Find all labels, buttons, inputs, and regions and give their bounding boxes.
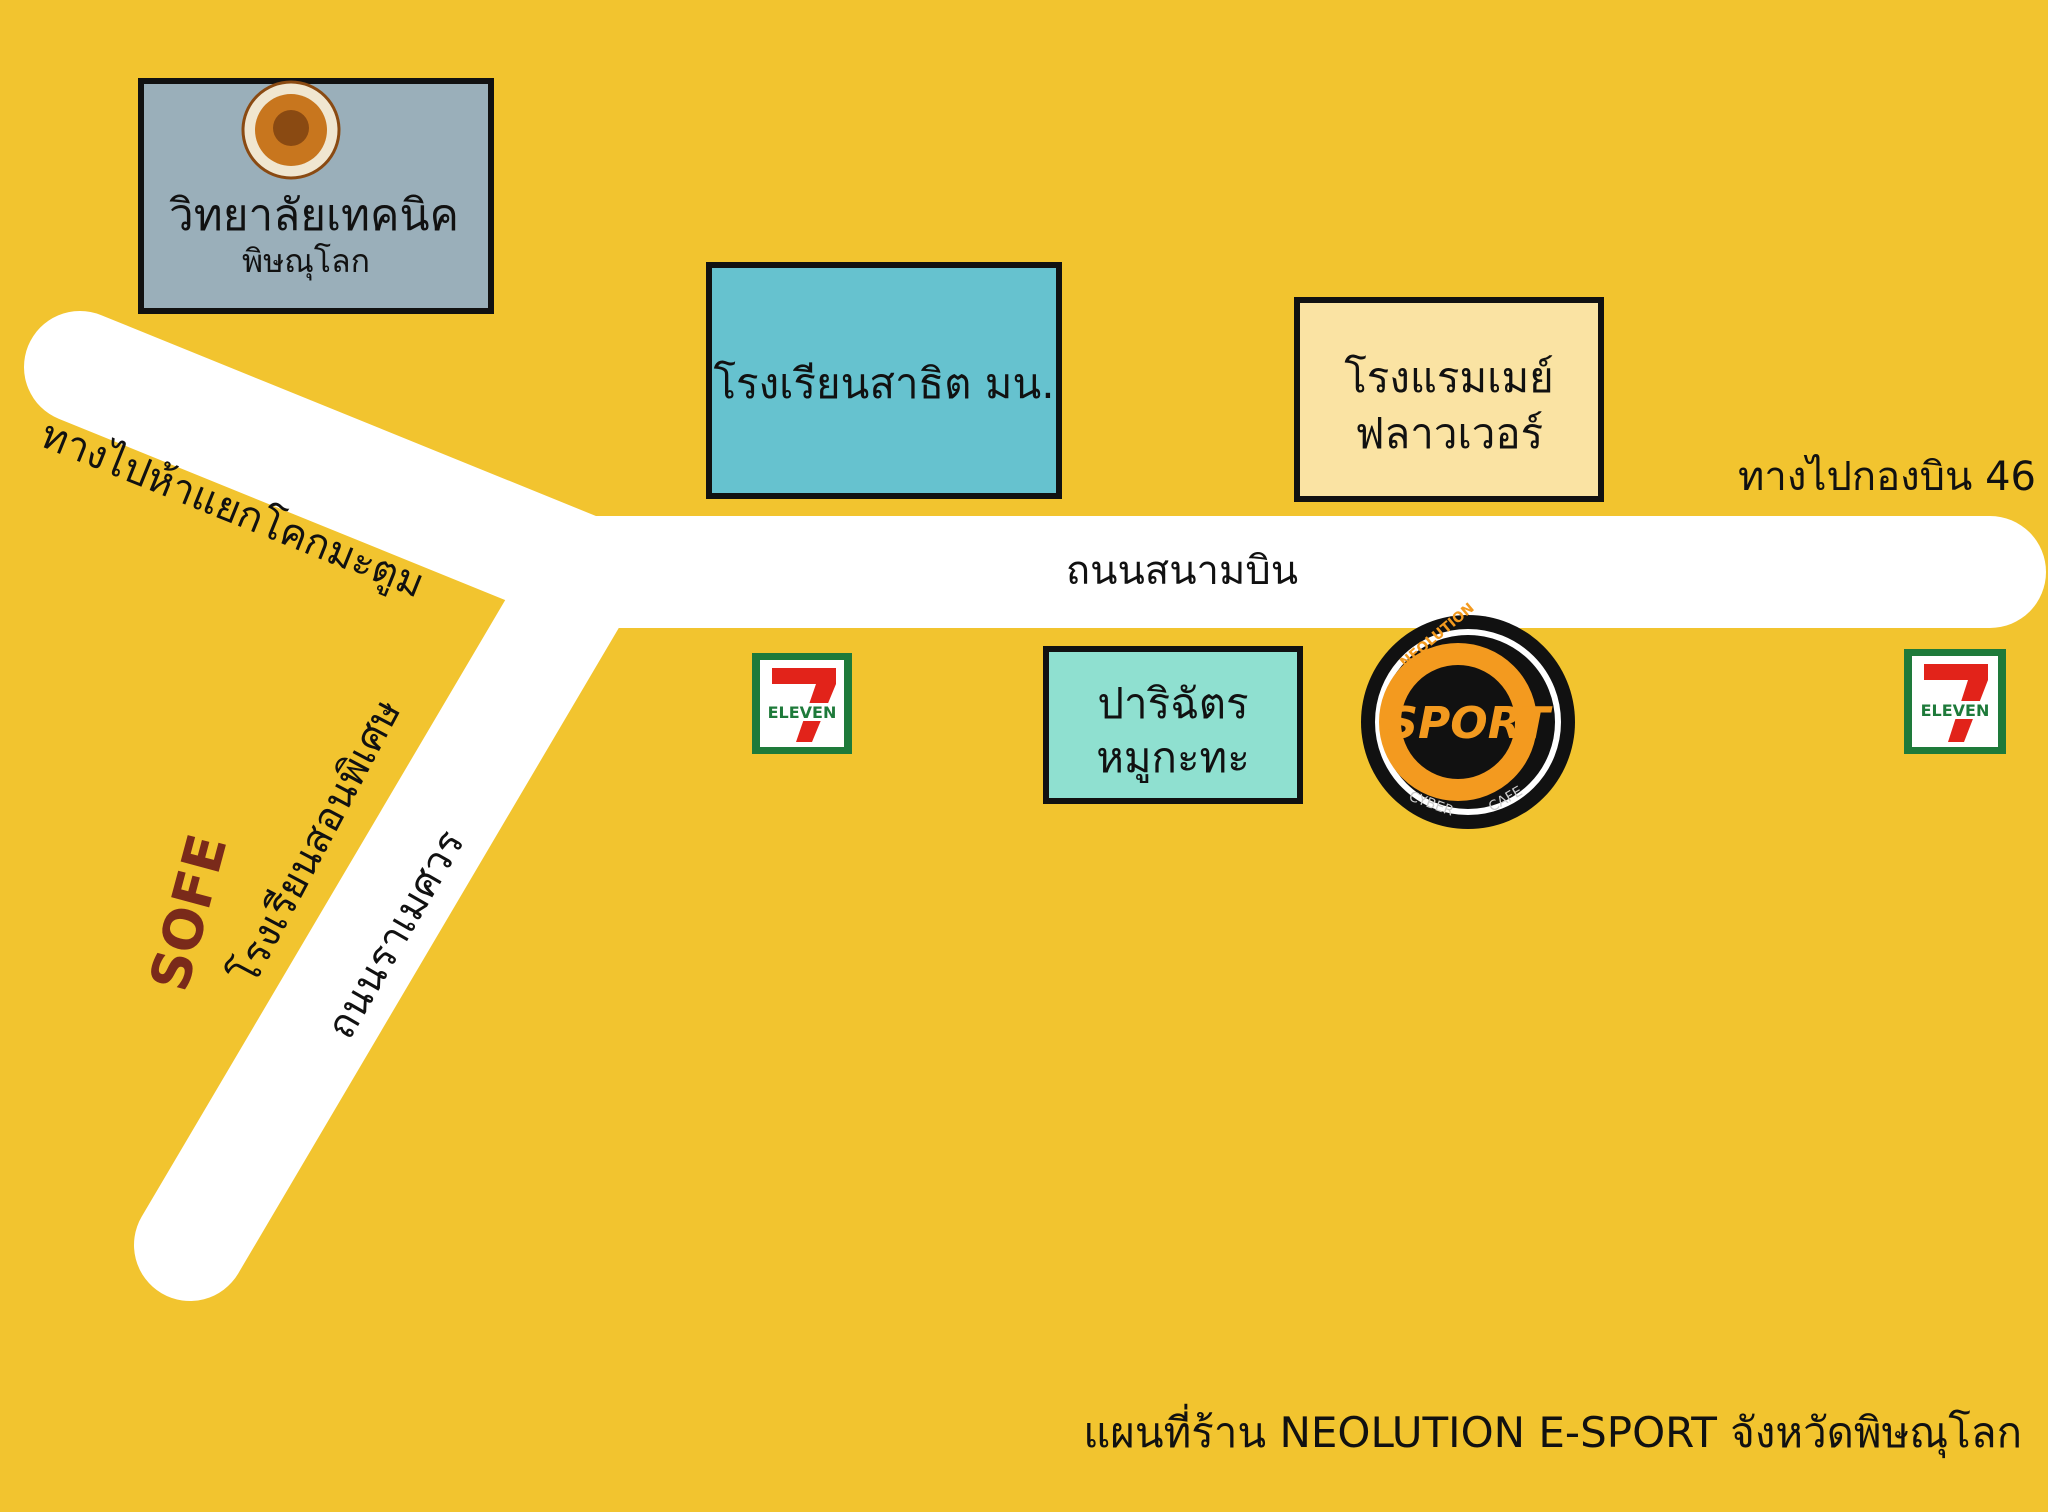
svg-text:SPORT: SPORT: [1386, 698, 1552, 749]
landmark-satit-school: โรงเรียนสาธิต มน.: [706, 262, 1062, 499]
seven-eleven-logo-2: ELEVEN: [1904, 649, 2006, 754]
road-to-kok-matum: [24, 311, 641, 628]
parichat-name-line1: ปาริฉัตร: [1097, 679, 1248, 728]
neolution-esport-logo: SPORT NEOLUTION CYBER CAFE: [1361, 600, 1575, 829]
satit-school-name: โรงเรียนสาธิต มน.: [713, 359, 1054, 408]
college-city: พิษณุโลก: [242, 242, 370, 281]
college-name: วิทยาลัยเทคนิค: [169, 190, 459, 241]
road-ramesuan: [134, 519, 641, 1301]
landmark-parichat: ปาริฉัตร หมูกะทะ: [1043, 646, 1303, 804]
hotel-name-line2: ฟลาวเวอร์: [1355, 409, 1543, 458]
landmark-college: วิทยาลัยเทคนิค พิษณุโลก: [138, 78, 494, 314]
road-label-to-wing46: ทางไปกองบิน 46: [1738, 454, 2036, 500]
seven-numeral-shape: [772, 668, 836, 742]
college-seal-icon: [241, 80, 341, 180]
seven-numeral-shape: [1924, 664, 1988, 742]
hotel-name-line1: โรงแรมเมย์: [1344, 353, 1554, 402]
parichat-name-line2: หมูกะทะ: [1096, 733, 1250, 783]
landmark-hotel: โรงแรมเมย์ ฟลาวเวอร์: [1294, 297, 1604, 502]
svg-text:ELEVEN: ELEVEN: [768, 703, 837, 722]
road-label-sanambin: ถนนสนามบิน: [1066, 548, 1298, 594]
svg-text:ELEVEN: ELEVEN: [1921, 701, 1990, 720]
seven-eleven-logo-1: ELEVEN: [752, 653, 852, 754]
map-title: แผนที่ร้าน NEOLUTION E-SPORT จังหวัดพิษณ…: [1083, 1404, 2022, 1459]
